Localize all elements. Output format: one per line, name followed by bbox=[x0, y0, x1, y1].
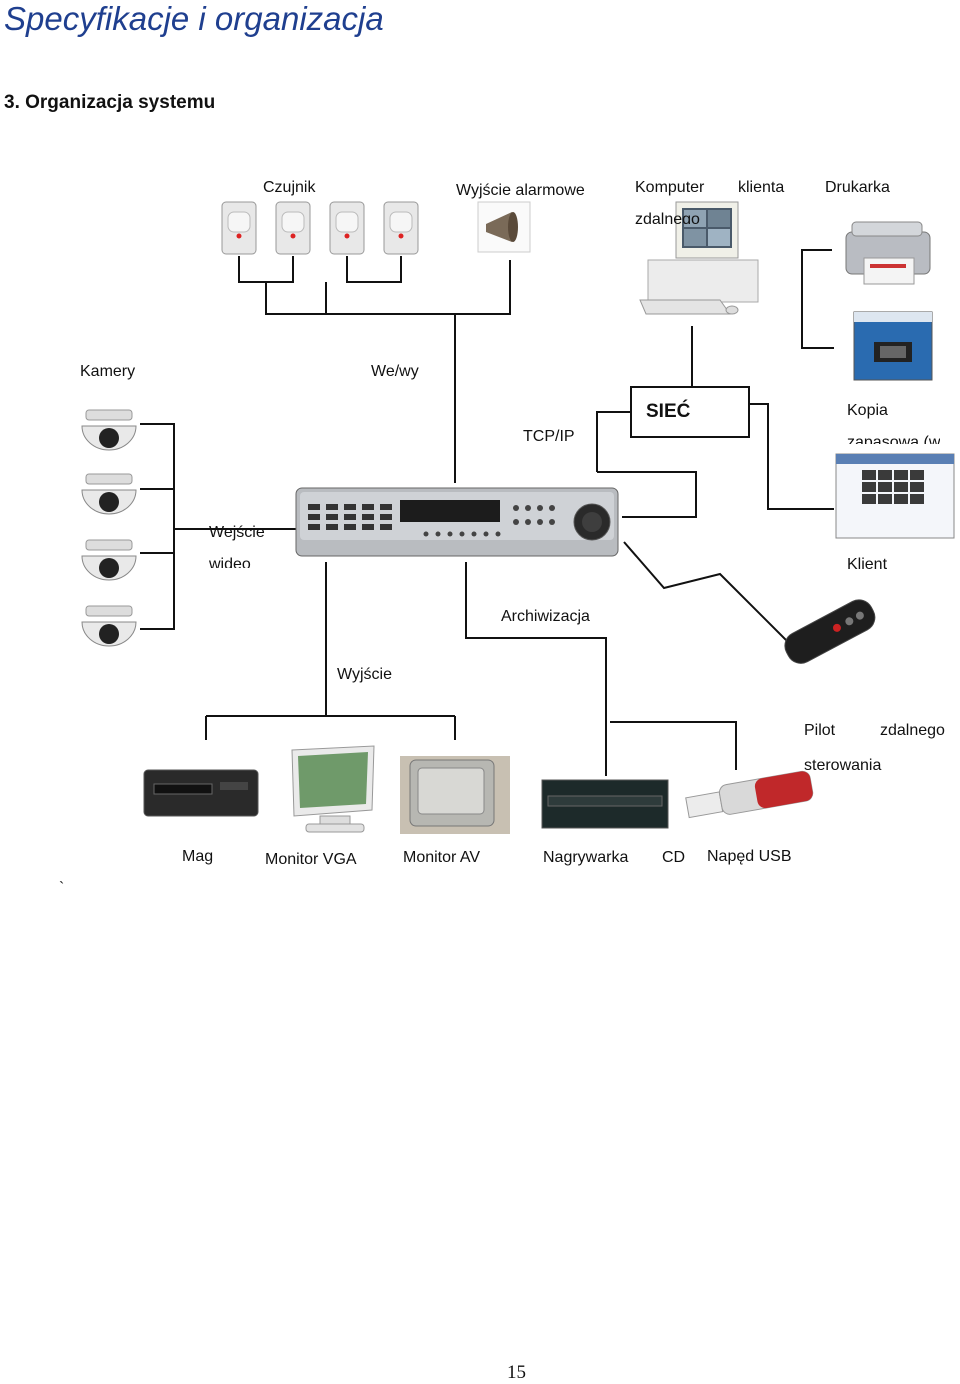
remote-pc-label-1: Komputer bbox=[635, 179, 705, 196]
client-connector bbox=[750, 403, 834, 510]
pir-sensor-icons bbox=[221, 201, 419, 255]
cd-burner-icon bbox=[541, 779, 669, 829]
backup-label-1: Kopia bbox=[847, 402, 888, 419]
video-input-label-1: Wejście bbox=[209, 524, 265, 541]
dome-camera-icons bbox=[81, 409, 137, 647]
remote-label-2: zdalnego bbox=[880, 722, 945, 739]
usb-label: Napęd USB bbox=[707, 848, 792, 865]
dvr-unit-icon bbox=[295, 487, 619, 557]
archive-connector bbox=[465, 562, 607, 776]
tcpip-connector bbox=[596, 411, 630, 472]
remote-connector bbox=[623, 541, 807, 661]
usb-connector bbox=[610, 721, 737, 770]
remote-computer-icon bbox=[639, 201, 759, 315]
page-number: 15 bbox=[507, 1362, 526, 1383]
siren-icon bbox=[477, 201, 531, 253]
stray-mark: ` bbox=[59, 880, 65, 897]
printer-backup-connector bbox=[801, 249, 834, 349]
cameras-label: Kamery bbox=[80, 363, 136, 380]
remote-label-1: Pilot bbox=[804, 722, 836, 739]
dvr-network-connector bbox=[597, 471, 697, 518]
page-title: Specyfikacje i organizacja bbox=[4, 0, 384, 37]
alarm-output-label: Wyjście alarmowe bbox=[456, 182, 585, 199]
sensor-connector bbox=[238, 256, 402, 283]
backup-software-icon bbox=[853, 311, 933, 381]
sensor-group-connector bbox=[265, 282, 374, 315]
remote-label-3: sterowania bbox=[804, 757, 882, 774]
printer-label: Drukarka bbox=[825, 179, 890, 196]
client-software-icon bbox=[835, 453, 955, 539]
av-monitor-icon bbox=[400, 756, 510, 834]
usb-drive-icon bbox=[685, 770, 814, 819]
backup-label-2: zapasowa (w bbox=[847, 434, 941, 444]
section-heading: 3. Organizacja systemu bbox=[4, 92, 216, 113]
video-input-label-2: wideo bbox=[209, 556, 251, 568]
output-connector bbox=[205, 562, 456, 740]
vga-monitor-icon bbox=[291, 745, 375, 833]
remote-pc-label-3: zdalnego bbox=[635, 211, 700, 224]
output-label: Wyjście bbox=[337, 666, 392, 683]
tcpip-label: TCP/IP bbox=[523, 428, 575, 445]
vcr-icon bbox=[143, 769, 259, 817]
printer-icon bbox=[845, 221, 931, 285]
camera-connector bbox=[140, 423, 175, 630]
remote-control-icon bbox=[784, 599, 876, 664]
client-label: Klient bbox=[847, 556, 888, 573]
io-bus-connector bbox=[326, 260, 511, 315]
io-label: We/wy bbox=[371, 363, 419, 380]
monitor-av-label: Monitor AV bbox=[403, 849, 481, 866]
sensor-label: Czujnik bbox=[263, 179, 316, 196]
network-label: SIEĆ bbox=[646, 401, 691, 422]
remote-pc-label-2: klienta bbox=[738, 179, 785, 196]
monitor-vga-label: Monitor VGA bbox=[265, 851, 357, 868]
archive-label: Archiwizacja bbox=[501, 608, 590, 625]
burner-label-2: CD bbox=[662, 849, 686, 866]
vcr-label: Mag bbox=[182, 848, 214, 865]
burner-label-1: Nagrywarka bbox=[543, 849, 629, 866]
network-box: SIEĆ bbox=[630, 386, 750, 438]
